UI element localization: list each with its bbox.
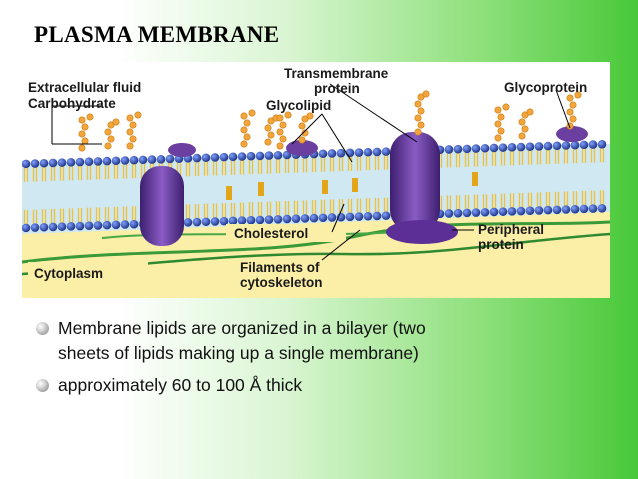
label-extracellular-fluid: Extracellular fluid <box>28 80 141 95</box>
label-cholesterol: Cholesterol <box>234 226 308 241</box>
surface-protein <box>286 140 318 156</box>
bullet-item: approximately 60 to 100 Å thick <box>36 373 616 398</box>
label-carbohydrate: Carbohydrate <box>28 96 116 111</box>
label-peripheral-2: protein <box>478 237 524 252</box>
label-transmembrane-2: protein <box>314 81 360 96</box>
glycoprotein-base <box>556 126 588 142</box>
bullet-text-line: sheets of lipids making up a single memb… <box>58 343 419 363</box>
label-filaments-1: Filaments of <box>240 260 320 275</box>
peripheral-protein <box>386 220 458 244</box>
leader-lines <box>51 83 571 261</box>
bullet-item: Membrane lipids are organized in a bilay… <box>36 316 616 366</box>
label-filaments-2: cytoskeleton <box>240 275 323 290</box>
cholesterol-label-bg <box>226 224 346 242</box>
membrane-illustration: Extracellular fluid Carbohydrate Transme… <box>22 62 610 298</box>
transmembrane-protein <box>390 132 440 232</box>
bullet-text-line: Membrane lipids are organized in a bilay… <box>58 318 426 338</box>
label-glycolipid: Glycolipid <box>266 98 331 113</box>
transmembrane-protein-small <box>140 166 184 246</box>
membrane-diagram: Extracellular fluid Carbohydrate Transme… <box>22 62 610 298</box>
label-transmembrane-1: Transmembrane <box>284 66 389 81</box>
cytoplasm-label-bg <box>28 262 148 282</box>
surface-protein <box>168 143 196 157</box>
bullet-icon <box>36 322 49 335</box>
cholesterol-molecules <box>226 172 478 200</box>
label-cytoplasm: Cytoplasm <box>34 266 103 281</box>
bullet-icon <box>36 379 49 392</box>
carbohydrate-chains <box>78 90 582 152</box>
bullet-text-line: approximately 60 to 100 Å thick <box>58 375 303 395</box>
bullet-list: Membrane lipids are organized in a bilay… <box>36 316 616 405</box>
label-peripheral-1: Peripheral <box>478 222 544 237</box>
label-glycoprotein: Glycoprotein <box>504 80 587 95</box>
slide-title: PLASMA MEMBRANE <box>34 22 280 47</box>
